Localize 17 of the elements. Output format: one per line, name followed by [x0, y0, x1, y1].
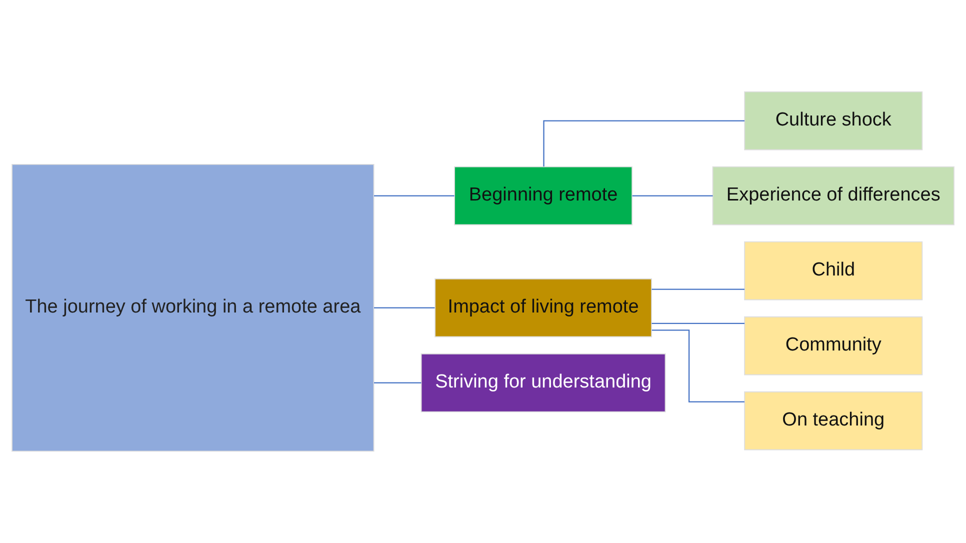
node-box: Beginning remote: [454, 166, 633, 226]
connector: [652, 288, 744, 290]
connector: [374, 307, 435, 308]
connector: [632, 195, 713, 196]
node-box: Child: [744, 241, 923, 300]
connector: [374, 195, 454, 196]
connector: [652, 322, 744, 324]
connector: [543, 120, 745, 167]
node-box: Impact of living remote: [434, 278, 652, 338]
node-box: Culture shock: [744, 91, 923, 150]
node-box: Community: [744, 316, 923, 376]
connector: [652, 330, 744, 402]
node-box: Striving for understanding: [420, 353, 666, 412]
node-box: Experience of differences: [712, 166, 954, 226]
node-box: On teaching: [744, 391, 923, 450]
connector: [374, 382, 422, 384]
node-box: The journey of working in a remote area: [12, 164, 374, 452]
